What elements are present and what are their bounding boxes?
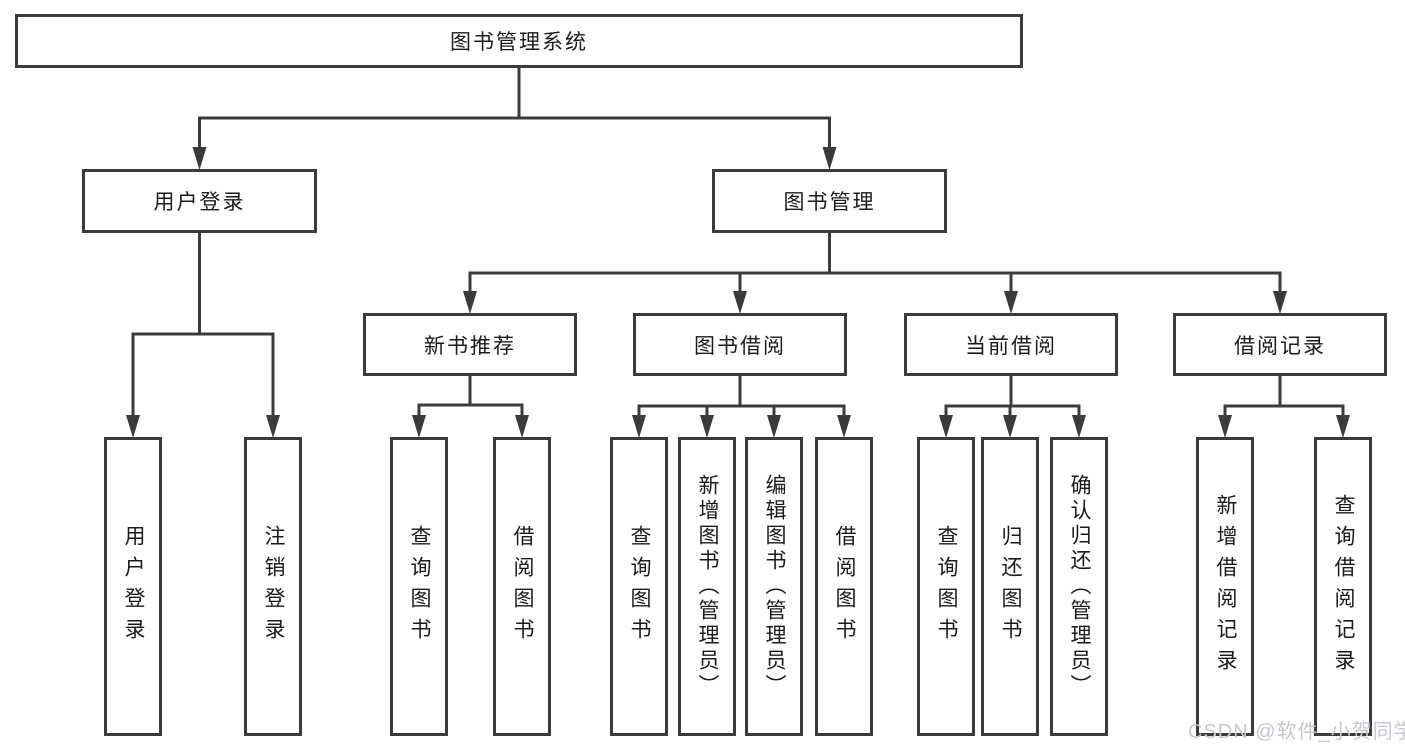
node-label: 借阅图书 xyxy=(511,524,534,649)
node-leaf-query-record: 查询借阅记录 xyxy=(1314,437,1372,736)
node-leaf-return: 归还图书 xyxy=(981,437,1039,736)
node-borrow: 图书借阅 xyxy=(633,313,847,376)
node-label: 新增图书（管理员） xyxy=(696,474,719,699)
node-root: 图书管理系统 xyxy=(15,14,1023,68)
node-label: 借阅图书 xyxy=(833,524,856,649)
node-label: 图书借阅 xyxy=(694,334,786,358)
node-leaf-confirm: 确认归还（管理员） xyxy=(1050,437,1108,736)
node-mgmt: 图书管理 xyxy=(712,169,947,233)
node-leaf-edit-book: 编辑图书（管理员） xyxy=(745,437,803,736)
node-rec: 新书推荐 xyxy=(363,313,577,376)
node-label: 图书管理 xyxy=(783,191,876,214)
node-label: 用户登录 xyxy=(122,524,145,649)
node-label: 查询图书 xyxy=(408,524,431,649)
node-label: 借阅记录 xyxy=(1234,334,1326,358)
node-label: 当前借阅 xyxy=(965,334,1057,358)
node-leaf-add-record: 新增借阅记录 xyxy=(1196,437,1254,736)
watermark: CSDN @软件_小贺同学 xyxy=(1188,721,1405,743)
node-label: 查询借阅记录 xyxy=(1332,493,1355,680)
node-login: 用户登录 xyxy=(82,169,317,233)
node-label: 图书管理系统 xyxy=(450,31,588,54)
node-label: 查询图书 xyxy=(628,524,651,649)
node-label: 归还图书 xyxy=(999,524,1022,649)
node-leaf-borrow-2: 借阅图书 xyxy=(815,437,873,736)
node-label: 查询图书 xyxy=(935,524,958,649)
node-leaf-logout: 注销登录 xyxy=(244,437,302,736)
node-label: 新书推荐 xyxy=(424,334,516,358)
node-leaf-add-book: 新增图书（管理员） xyxy=(678,437,736,736)
node-label: 注销登录 xyxy=(262,524,285,649)
node-leaf-query-2: 查询图书 xyxy=(610,437,668,736)
node-label: 用户登录 xyxy=(153,191,246,214)
node-label: 编辑图书（管理员） xyxy=(763,474,786,699)
node-current: 当前借阅 xyxy=(904,313,1118,376)
node-records: 借阅记录 xyxy=(1173,313,1387,376)
node-label: 确认归还（管理员） xyxy=(1068,474,1091,699)
node-leaf-user-login: 用户登录 xyxy=(104,437,162,736)
node-leaf-query-3: 查询图书 xyxy=(917,437,975,736)
node-leaf-query-1: 查询图书 xyxy=(390,437,448,736)
node-label: 新增借阅记录 xyxy=(1214,493,1237,680)
node-leaf-borrow-1: 借阅图书 xyxy=(493,437,551,736)
